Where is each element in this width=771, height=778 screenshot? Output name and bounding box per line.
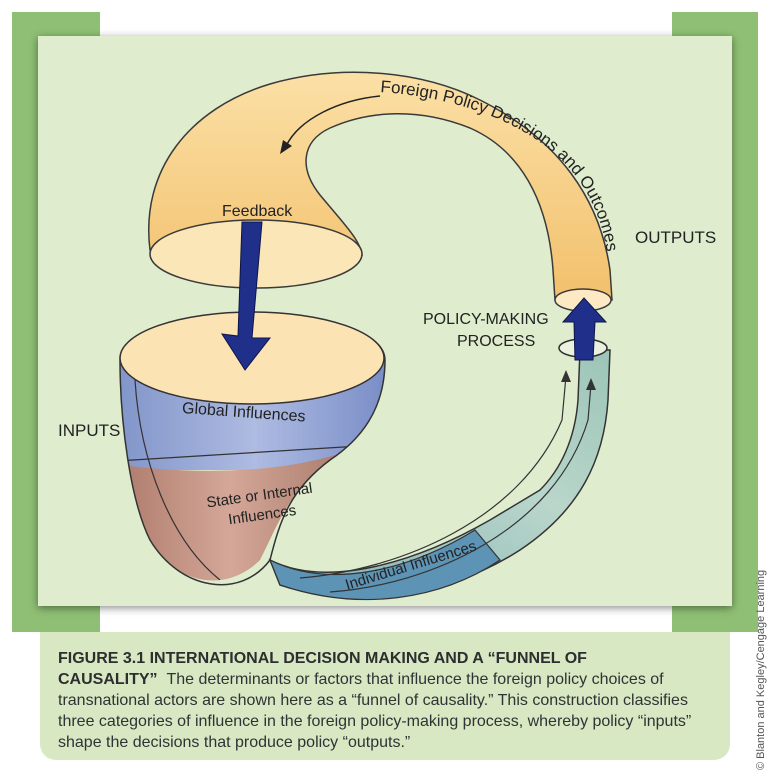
figure-caption: FIGURE 3.1 INTERNATIONAL DECISION MAKING… bbox=[58, 648, 718, 753]
outputs-label: OUTPUTS bbox=[635, 228, 716, 247]
image-credit: © Blanton and Kegley/Cengage Learning bbox=[755, 570, 767, 770]
policy-making-label-line2: PROCESS bbox=[457, 333, 535, 350]
policy-making-label-line1: POLICY-MAKING bbox=[423, 311, 549, 328]
feedback-label: Feedback bbox=[222, 203, 293, 220]
tube-inner-arrowhead-1 bbox=[561, 370, 571, 382]
inputs-label: INPUTS bbox=[58, 421, 120, 440]
